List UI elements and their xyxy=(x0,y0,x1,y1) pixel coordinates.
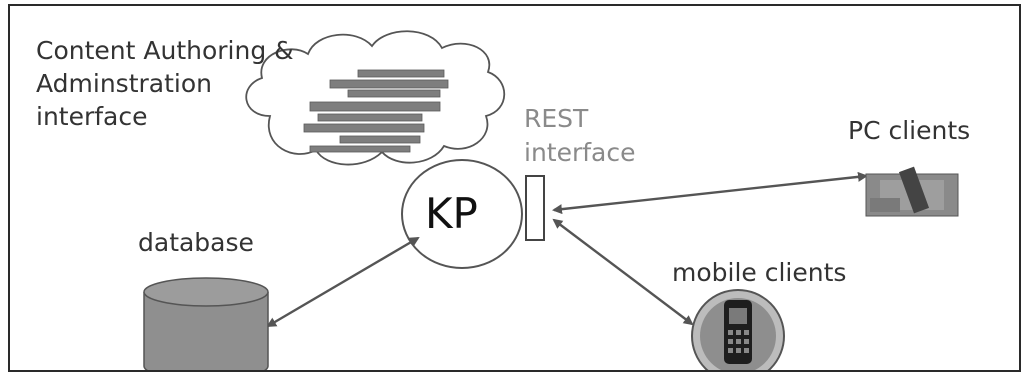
kp-node xyxy=(401,159,523,269)
arrow-rest-to-mobile xyxy=(552,218,694,326)
cloud-icon xyxy=(245,30,506,166)
diagram-frame: Content Authoring & Adminstration interf… xyxy=(8,4,1021,372)
kp-label: KP xyxy=(425,189,478,238)
rest-interface-rectangle xyxy=(525,175,545,241)
authoring-label-line-3: interface xyxy=(36,102,148,131)
rest-label-line-1: REST xyxy=(524,104,589,133)
authoring-label-line-2: Adminstration xyxy=(36,69,212,98)
database-cylinder-icon xyxy=(143,277,269,370)
pc-computer-icon xyxy=(865,166,959,217)
architecture-diagram xyxy=(143,30,959,370)
mobile-phone-icon xyxy=(691,289,785,370)
rest-label-line-2: interface xyxy=(524,138,636,167)
arrow-database-to-kp xyxy=(266,236,420,328)
pc-clients-label: PC clients xyxy=(848,116,971,145)
arrow-rest-to-pc xyxy=(552,171,868,215)
mobile-clients-label: mobile clients xyxy=(672,258,847,287)
database-label: database xyxy=(138,228,254,257)
authoring-label-line-1: Content Authoring & xyxy=(36,36,294,65)
